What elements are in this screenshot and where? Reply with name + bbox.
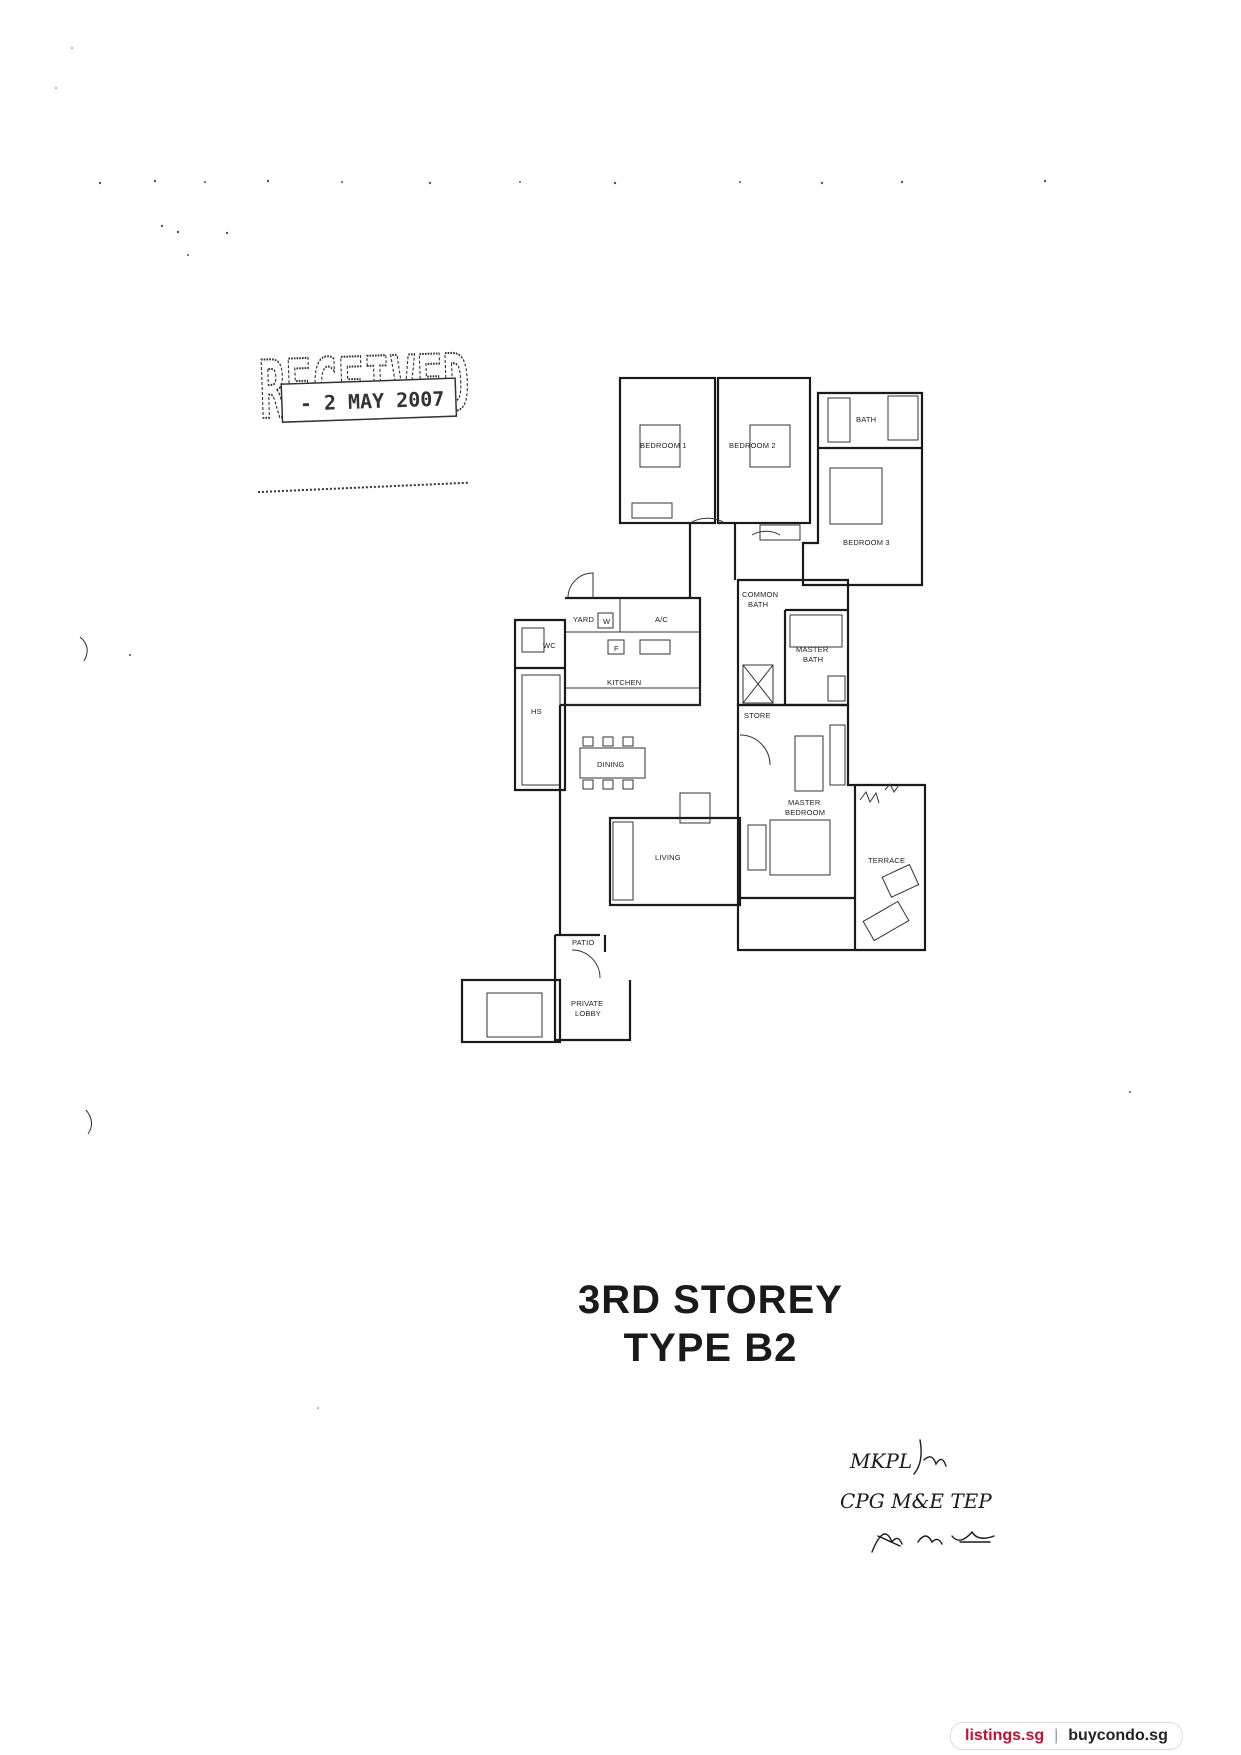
label-ac: A/C	[655, 615, 668, 624]
label-wc: WC	[543, 641, 556, 650]
label-bedroom-1: BEDROOM 1	[640, 441, 687, 450]
footer-separator: |	[1054, 1727, 1059, 1744]
label-master-bath-line1: MASTER	[796, 645, 829, 654]
label-common-bath-line1: COMMON	[742, 590, 778, 599]
label-store: STORE	[744, 711, 771, 720]
label-hs: HS	[531, 707, 542, 716]
plan-title-storey: 3RD STOREY	[578, 1278, 843, 1322]
label-living: LIVING	[655, 853, 681, 862]
footer-brand-buycondo[interactable]: buycondo.sg	[1068, 1727, 1168, 1744]
received-stamp: RECEIVED - 2 MAY 2007	[257, 336, 472, 494]
scan-specks	[55, 47, 1131, 1409]
dining-table	[579, 747, 646, 779]
signature-line-1: MKPL	[849, 1449, 912, 1473]
label-bedroom-2: BEDROOM 2	[729, 441, 776, 450]
label-yard: YARD	[573, 615, 594, 624]
bed-bedroom-2	[749, 424, 791, 468]
label-private-lobby-line2: LOBBY	[575, 1009, 601, 1018]
label-master-bath-line2: BATH	[803, 655, 823, 664]
living-outline	[608, 816, 742, 907]
label-master-bedroom-line1: MASTER	[788, 798, 821, 807]
label-kitchen: KITCHEN	[607, 678, 641, 687]
bedroom-2-outline	[716, 376, 812, 525]
bedroom-3-outline	[801, 391, 924, 587]
label-bath: BATH	[856, 415, 876, 424]
label-private-lobby-line1: PRIVATE	[571, 999, 603, 1008]
master-bedroom-outline	[736, 703, 927, 952]
bed-bedroom-1	[639, 424, 681, 468]
master-bed	[769, 819, 831, 876]
footer-brand-listings[interactable]: listings.sg	[965, 1727, 1045, 1744]
footer-brand-badge[interactable]: listings.sg | buycondo.sg	[950, 1722, 1183, 1750]
label-w: W	[603, 617, 611, 626]
plan-title-type: TYPE B2	[623, 1326, 798, 1370]
label-f: F	[614, 644, 619, 653]
bed-bedroom-3	[829, 467, 883, 525]
signature-line-2: CPG M&E TEP	[840, 1489, 992, 1513]
label-terrace: TERRACE	[868, 856, 905, 865]
bedroom-1-outline	[618, 376, 717, 525]
label-dining: DINING	[597, 760, 624, 769]
label-bedroom-3: BEDROOM 3	[843, 538, 890, 547]
stamp-date: - 2 MAY 2007	[299, 387, 444, 416]
handwritten-signature: MKPL CPG M&E TEP	[840, 1439, 995, 1553]
label-patio: PATIO	[572, 938, 594, 947]
label-master-bedroom-line2: BEDROOM	[785, 808, 825, 817]
label-common-bath-line2: BATH	[748, 600, 768, 609]
scan-mark	[85, 1109, 92, 1135]
scan-mark	[79, 636, 88, 662]
room-labels: BEDROOM 1 BEDROOM 2 BATH BEDROOM 3 COMMO…	[531, 415, 905, 1018]
floor-plan-walls	[460, 376, 927, 1044]
